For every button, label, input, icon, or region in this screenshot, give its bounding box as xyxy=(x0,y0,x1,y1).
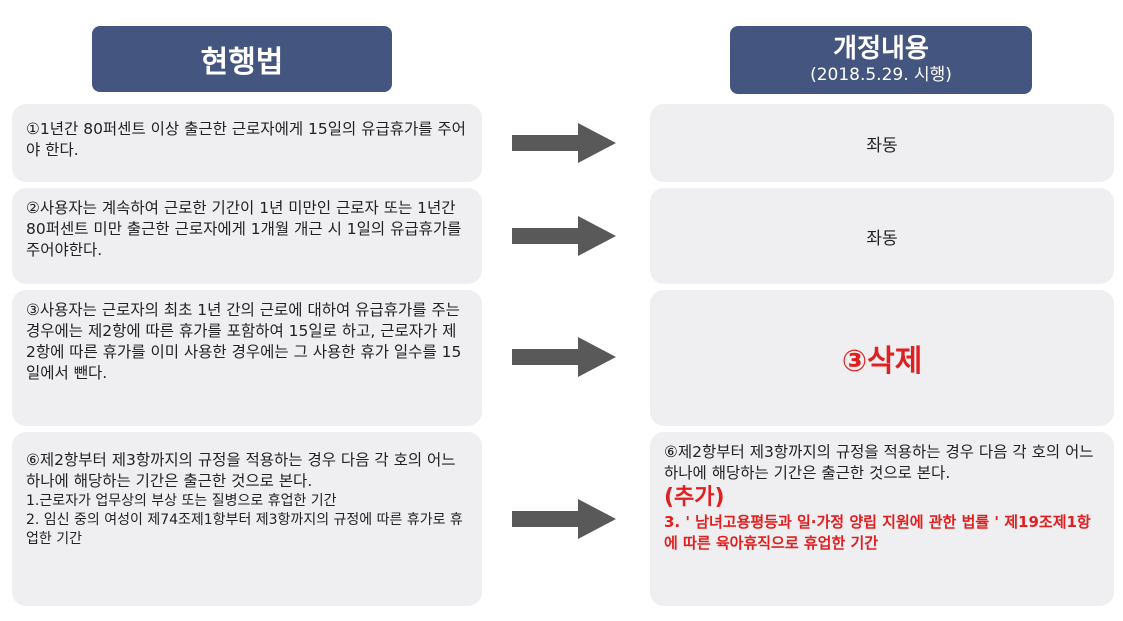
added-item: 3. ' 남녀고용평등과 일·가정 양립 지원에 관한 법률 ' 제19조제1항… xyxy=(664,513,1091,552)
clause-text: ①1년간 80퍼센트 이상 출근한 근로자에게 15일의 유급휴가를 주어야 한… xyxy=(26,120,466,159)
current-law-clause-6: ⑥제2항부터 제3항까지의 규정을 적용하는 경우 다음 각 호의 어느 하나에… xyxy=(12,432,482,606)
amendment-text: 좌동 xyxy=(866,135,898,156)
right-arrow-icon xyxy=(512,337,616,377)
current-law-clause-3: ③사용자는 근로자의 최초 1년 간의 근로에 대하여 유급휴가를 주는 경우에… xyxy=(12,290,482,426)
right-arrow-icon xyxy=(512,216,616,256)
deletion-notice: ③삭제 xyxy=(841,344,923,379)
amendment-header: 개정내용 (2018.5.29. 시행) xyxy=(730,26,1032,94)
amendment-text: 좌동 xyxy=(866,228,898,249)
amendment-text: ⑥제2항부터 제3항까지의 규정을 적용하는 경우 다음 각 호의 어느 하나에… xyxy=(664,443,1094,482)
amendment-clause-2: 좌동 xyxy=(650,188,1114,284)
amendment-clause-1: 좌동 xyxy=(650,104,1114,182)
amendment-clause-3: ③삭제 xyxy=(650,290,1114,426)
clause-item-2: 2. 임신 중의 여성이 제74조제1항부터 제3항까지의 규정에 따른 휴가로… xyxy=(26,512,463,547)
current-law-clause-2: ②사용자는 계속하여 근로한 기간이 1년 미만인 근로자 또는 1년간 80퍼… xyxy=(12,188,482,284)
clause-text: ⑥제2항부터 제3항까지의 규정을 적용하는 경우 다음 각 호의 어느 하나에… xyxy=(26,451,456,490)
added-label: (추가) xyxy=(664,485,725,510)
right-arrow-icon xyxy=(512,499,616,539)
amendment-title: 개정내용 xyxy=(833,34,929,64)
amendment-effective-date: (2018.5.29. 시행) xyxy=(810,65,952,85)
clause-text: ②사용자는 계속하여 근로한 기간이 1년 미만인 근로자 또는 1년간 80퍼… xyxy=(26,199,462,259)
current-law-clause-1: ①1년간 80퍼센트 이상 출근한 근로자에게 15일의 유급휴가를 주어야 한… xyxy=(12,104,482,182)
right-arrow-icon xyxy=(512,123,616,163)
amendment-clause-6: ⑥제2항부터 제3항까지의 규정을 적용하는 경우 다음 각 호의 어느 하나에… xyxy=(650,432,1114,606)
current-law-header: 현행법 xyxy=(92,26,392,92)
clause-item-1: 1.근로자가 업무상의 부상 또는 질병으로 휴업한 기간 xyxy=(26,493,337,509)
clause-text: ③사용자는 근로자의 최초 1년 간의 근로에 대하여 유급휴가를 주는 경우에… xyxy=(26,301,462,382)
current-law-title: 현행법 xyxy=(200,45,284,80)
